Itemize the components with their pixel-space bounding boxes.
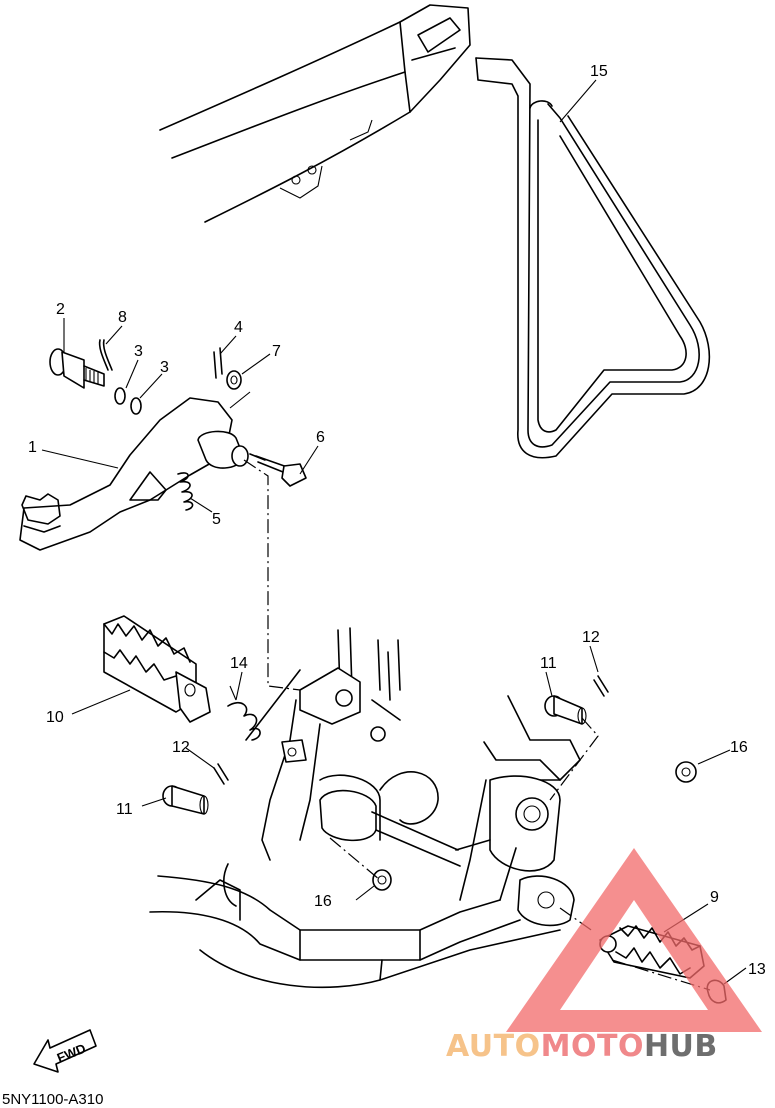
spring [177,472,194,511]
callouts: 1 2 8 3 3 4 7 6 5 10 14 12 11 11 12 16 1… [28,63,766,978]
watermark: AUTOMOTOHUB [446,848,762,1064]
callout-1: 1 [28,439,37,456]
callout-2: 2 [56,301,65,318]
cotter-pin [593,675,609,697]
main-frame [149,627,581,989]
callout-3a: 3 [134,343,143,360]
callout-4: 4 [234,319,243,336]
callout-13: 13 [748,961,766,978]
callout-8: 8 [118,309,127,326]
callout-11b: 11 [540,655,557,672]
washer [675,761,697,783]
brake-pedal [19,397,266,551]
leader-lines [41,79,747,985]
rear-frame [159,4,471,223]
callout-15: 15 [590,63,608,80]
washer [372,869,392,891]
pin [162,785,209,815]
watermark-brand: AUTOMOTOHUB [446,1029,718,1064]
spring [227,701,261,741]
pin [544,695,587,725]
watermark-triangle [506,848,762,1032]
callout-16b: 16 [314,893,332,910]
cotter-pin [213,763,229,785]
callout-9: 9 [710,889,719,906]
o-ring [114,387,126,405]
cotter-pin [98,339,113,371]
callout-12b: 12 [582,629,600,646]
callout-10: 10 [46,709,64,726]
o-ring [130,397,142,415]
brand-moto: MOTO [541,1029,644,1064]
callout-3b: 3 [160,359,169,376]
drawing-code: 5NY1100-A310 [2,1091,103,1108]
callout-5: 5 [212,511,221,528]
callout-11a: 11 [116,801,133,818]
fwd-arrow: FWD [33,1029,97,1073]
footrest-left [103,615,211,723]
callout-16a: 16 [730,739,748,756]
alignment-lines [243,459,711,991]
washer [226,370,242,390]
callout-6: 6 [316,429,325,446]
stand [475,57,711,459]
callout-14: 14 [230,655,248,672]
callout-7: 7 [272,343,281,360]
brand-auto: AUTO [446,1029,541,1064]
bolt [255,455,307,487]
brand-hub: HUB [644,1029,718,1064]
pivot-bolt [49,348,105,389]
cotter-pin [213,347,223,379]
callout-12a: 12 [172,739,190,756]
